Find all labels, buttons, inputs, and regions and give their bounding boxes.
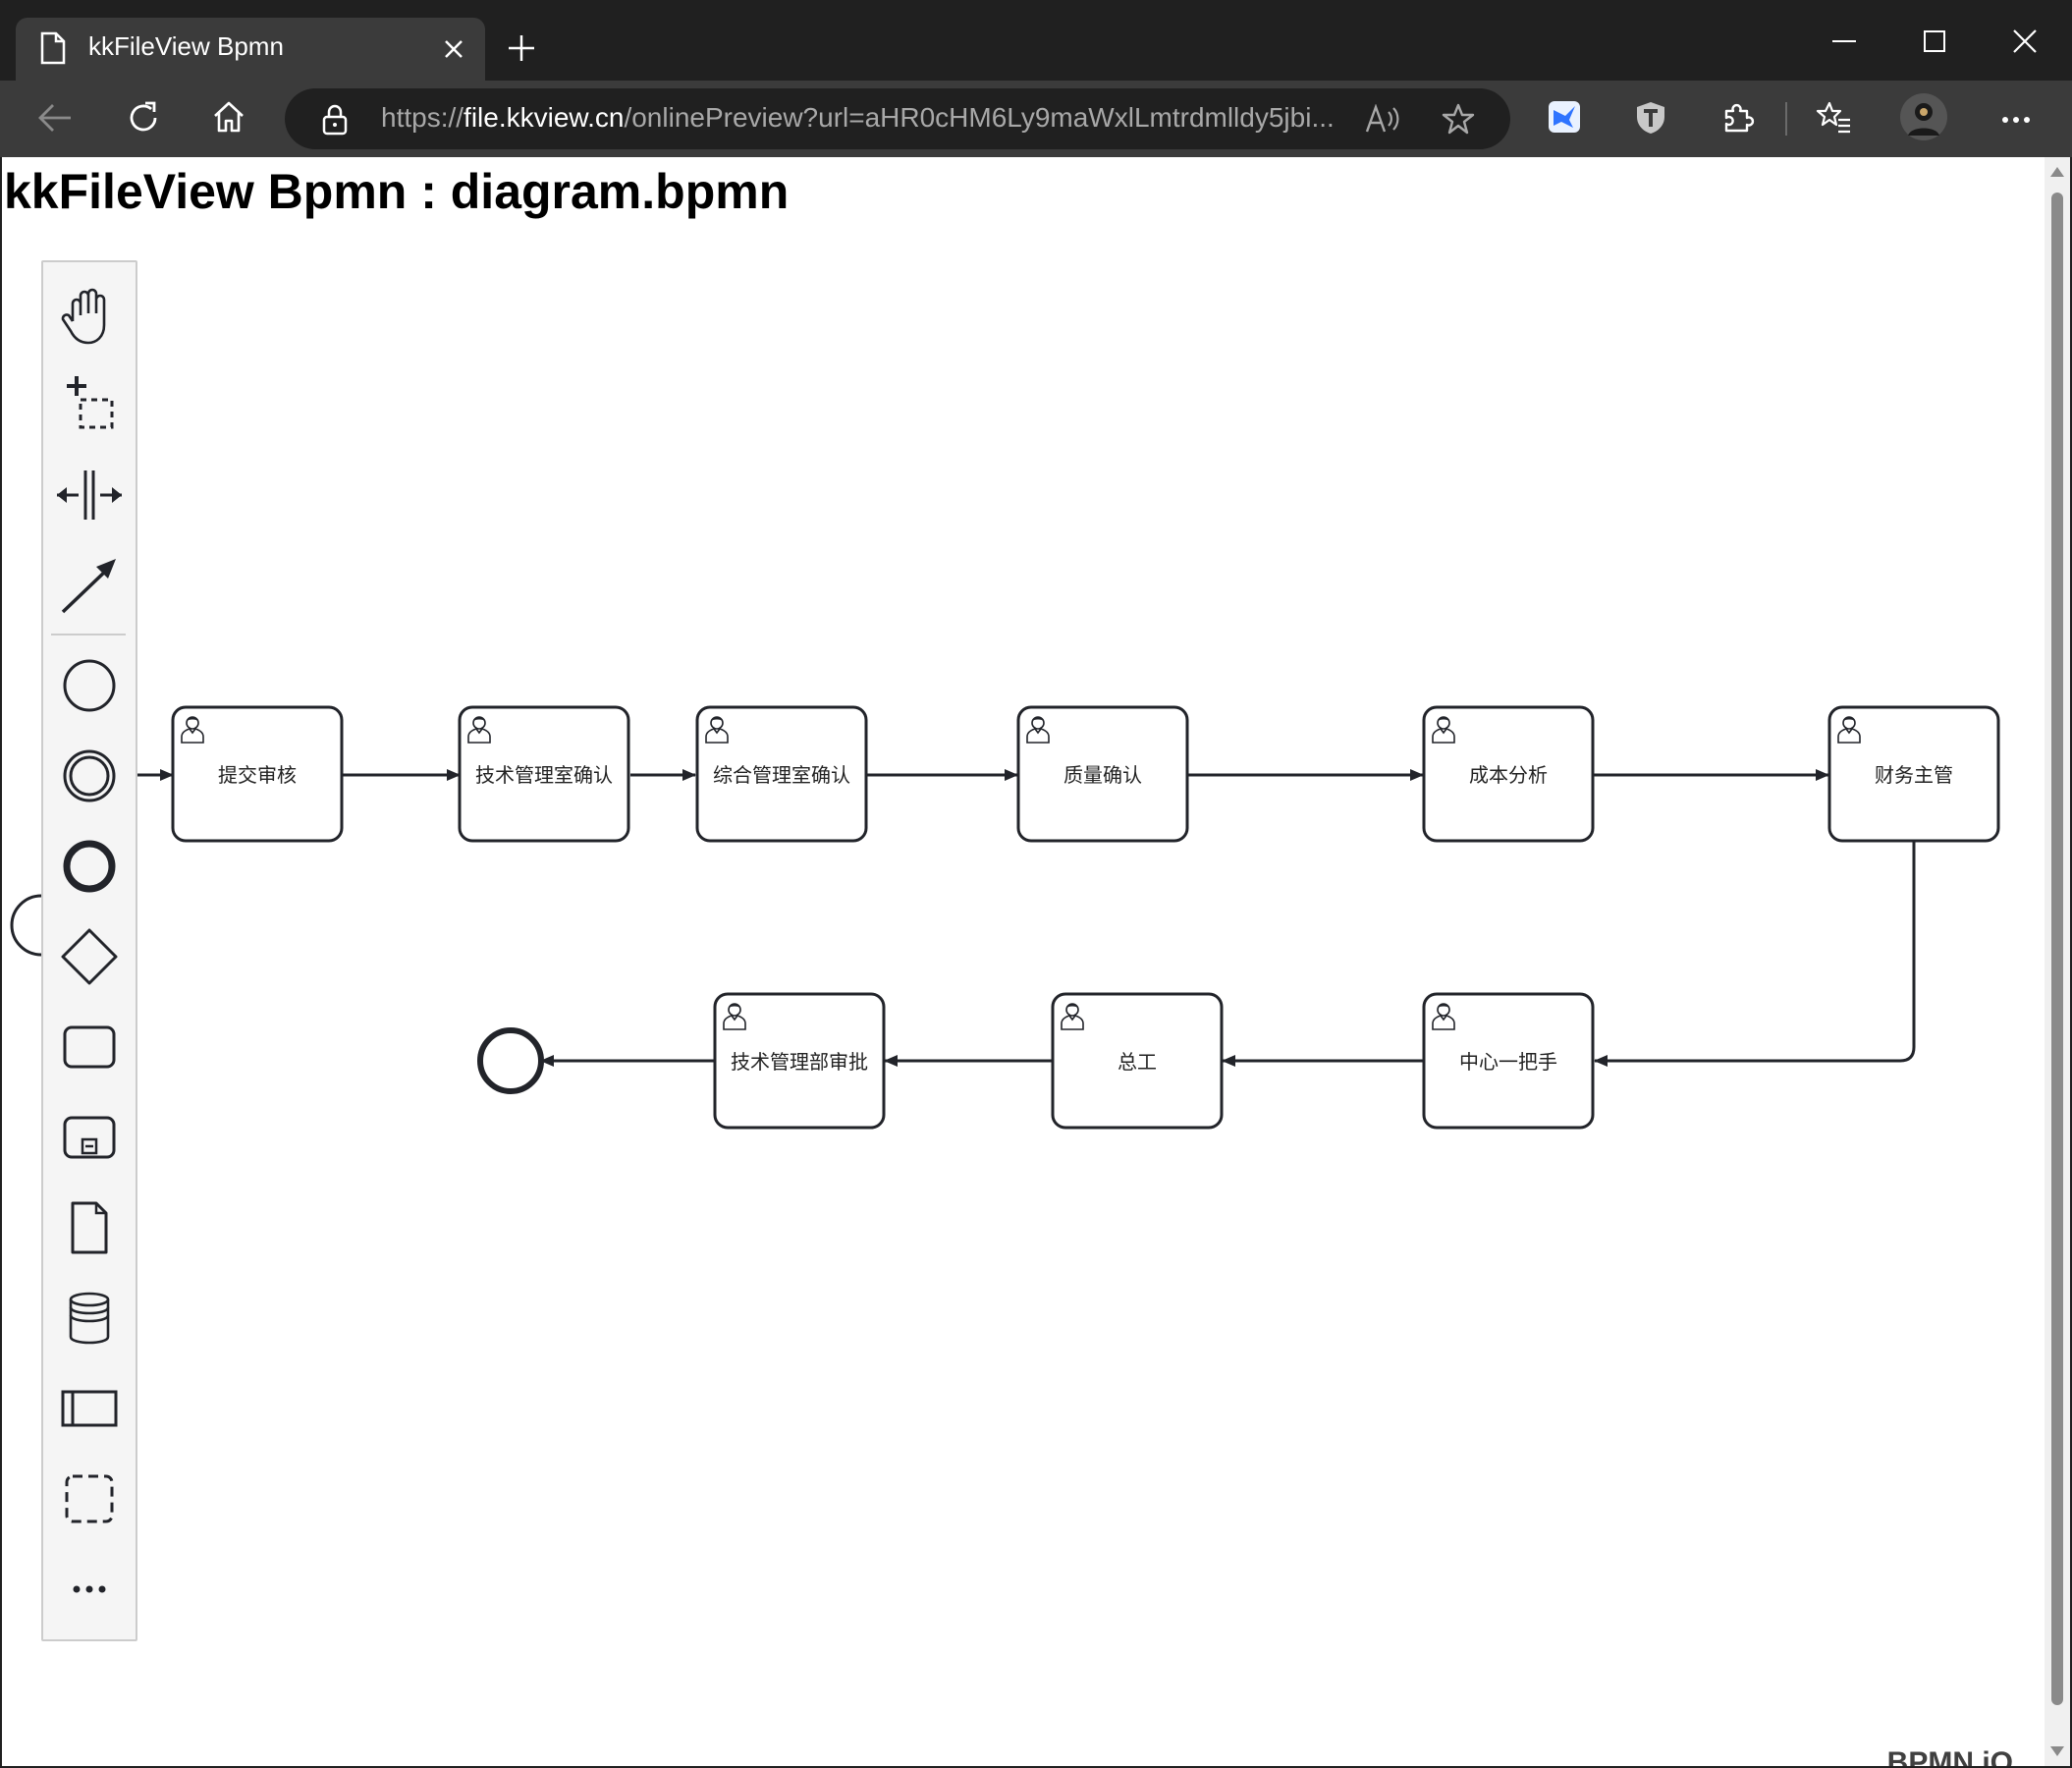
close-window-icon[interactable] bbox=[2013, 29, 2037, 53]
toolbar-divider bbox=[1785, 102, 1787, 136]
intermediate-event-tool-icon[interactable] bbox=[51, 738, 128, 814]
read-aloud-icon[interactable] bbox=[1365, 104, 1400, 134]
url-domain: file.kkview.cn bbox=[463, 102, 625, 133]
gateway-tool-icon[interactable] bbox=[51, 918, 128, 995]
data-store-tool-icon[interactable] bbox=[51, 1280, 128, 1356]
task-tool-icon[interactable] bbox=[51, 1009, 128, 1085]
user-task[interactable]: 技术管理室确认 bbox=[458, 705, 630, 843]
url-prefix: https:// bbox=[381, 102, 464, 133]
user-task[interactable]: 技术管理部审批 bbox=[713, 992, 886, 1130]
end-event-tool-icon[interactable] bbox=[51, 828, 128, 905]
bpmn-io-watermark[interactable]: BPMN.iO bbox=[1886, 1746, 2013, 1766]
extensions-puzzle-icon[interactable] bbox=[1722, 100, 1756, 134]
participant-tool-icon[interactable] bbox=[51, 1370, 128, 1447]
end-event[interactable] bbox=[477, 1027, 544, 1094]
more-menu-icon[interactable] bbox=[2001, 116, 2031, 124]
address-bar[interactable]: https://file.kkview.cn/onlinePreview?url… bbox=[285, 88, 1510, 149]
new-tab-icon[interactable] bbox=[507, 33, 536, 63]
task-label: 综合管理室确认 bbox=[713, 763, 850, 787]
task-label: 技术管理室确认 bbox=[475, 763, 613, 787]
vertical-scrollbar[interactable] bbox=[2045, 157, 2070, 1766]
scroll-down-icon[interactable] bbox=[2050, 1746, 2064, 1756]
tab-title: kkFileView Bpmn bbox=[88, 31, 284, 61]
start-event-outline bbox=[10, 894, 42, 957]
page-heading: kkFileView Bpmn : diagram.bpmn bbox=[4, 164, 790, 219]
back-icon[interactable] bbox=[37, 102, 73, 134]
browser-tab[interactable]: kkFileView Bpmn bbox=[16, 18, 485, 81]
connect-tool-icon[interactable] bbox=[51, 547, 128, 624]
navigation-toolbar: https://file.kkview.cn/onlinePreview?url… bbox=[0, 81, 2072, 157]
favorites-icon[interactable] bbox=[1815, 100, 1852, 134]
lock-icon[interactable] bbox=[322, 104, 348, 136]
close-tab-icon[interactable] bbox=[444, 39, 463, 59]
more-tools-icon[interactable] bbox=[51, 1551, 128, 1628]
minimize-icon[interactable] bbox=[1832, 39, 1856, 43]
data-object-tool-icon[interactable] bbox=[51, 1189, 128, 1266]
favorite-star-icon[interactable] bbox=[1442, 102, 1475, 136]
task-label: 财务主管 bbox=[1875, 763, 1953, 787]
user-task[interactable]: 成本分析 bbox=[1422, 705, 1595, 843]
task-label: 中心一把手 bbox=[1459, 1050, 1557, 1074]
url-path: /onlinePreview?url=aHR0cHM6Ly9maWxlLmtrd… bbox=[624, 102, 1335, 133]
lasso-tool-icon[interactable] bbox=[51, 366, 128, 443]
scroll-up-icon[interactable] bbox=[2050, 167, 2064, 177]
page-icon bbox=[40, 31, 66, 65]
refresh-icon[interactable] bbox=[126, 100, 161, 136]
flow-t6-t7 bbox=[1594, 841, 1916, 1067]
user-task[interactable]: 质量确认 bbox=[1016, 705, 1189, 843]
url-text: https://file.kkview.cn/onlinePreview?url… bbox=[381, 102, 1335, 134]
home-icon[interactable] bbox=[212, 100, 245, 134]
space-tool-icon[interactable] bbox=[51, 457, 128, 533]
scrollbar-thumb[interactable] bbox=[2051, 193, 2063, 1705]
title-bar: kkFileView Bpmn bbox=[0, 0, 2072, 81]
user-task[interactable]: 总工 bbox=[1051, 992, 1224, 1130]
task-label: 技术管理部审批 bbox=[731, 1050, 868, 1074]
maximize-icon[interactable] bbox=[1924, 30, 1945, 52]
user-task[interactable]: 中心一把手 bbox=[1422, 992, 1595, 1130]
task-label: 提交审核 bbox=[218, 763, 297, 787]
extension-bird-icon[interactable] bbox=[1548, 100, 1581, 134]
hand-tool-icon[interactable] bbox=[51, 276, 128, 353]
user-task[interactable]: 综合管理室确认 bbox=[695, 705, 868, 843]
task-label: 总工 bbox=[1118, 1050, 1157, 1074]
extension-shield-icon[interactable] bbox=[1634, 100, 1667, 136]
subprocess-tool-icon[interactable] bbox=[51, 1099, 128, 1176]
palette-separator bbox=[51, 634, 126, 635]
task-label: 质量确认 bbox=[1063, 763, 1142, 787]
task-label: 成本分析 bbox=[1469, 763, 1548, 787]
tool-palette bbox=[41, 260, 137, 1641]
group-tool-icon[interactable] bbox=[51, 1461, 128, 1537]
bpmn-canvas[interactable]: 提交审核 技术管理室确认 综合管理室确认 质量确认 成本分析 bbox=[2, 157, 2045, 1766]
profile-avatar[interactable] bbox=[1899, 92, 1948, 141]
user-task[interactable]: 提交审核 bbox=[171, 705, 344, 843]
start-event-tool-icon[interactable] bbox=[51, 647, 128, 724]
page-content: kkFileView Bpmn : diagram.bpmn bbox=[2, 157, 2070, 1766]
user-task[interactable]: 财务主管 bbox=[1827, 705, 2000, 843]
sequence-flows bbox=[136, 769, 1916, 1067]
